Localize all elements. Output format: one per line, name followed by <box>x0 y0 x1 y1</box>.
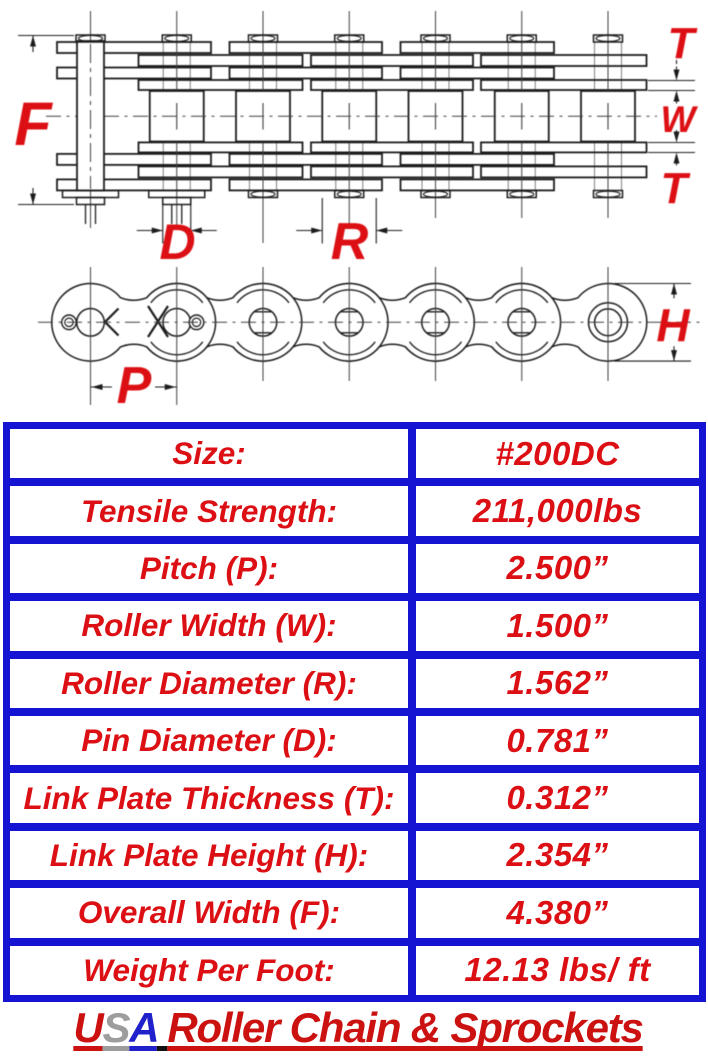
svg-text:D: D <box>159 214 195 270</box>
svg-text:W: W <box>661 99 699 140</box>
svg-text:F: F <box>14 90 53 158</box>
svg-text:H: H <box>656 299 690 351</box>
svg-text:P: P <box>117 357 152 415</box>
svg-text:T: T <box>668 19 698 68</box>
svg-text:T: T <box>661 164 691 213</box>
svg-text:R: R <box>331 213 369 271</box>
